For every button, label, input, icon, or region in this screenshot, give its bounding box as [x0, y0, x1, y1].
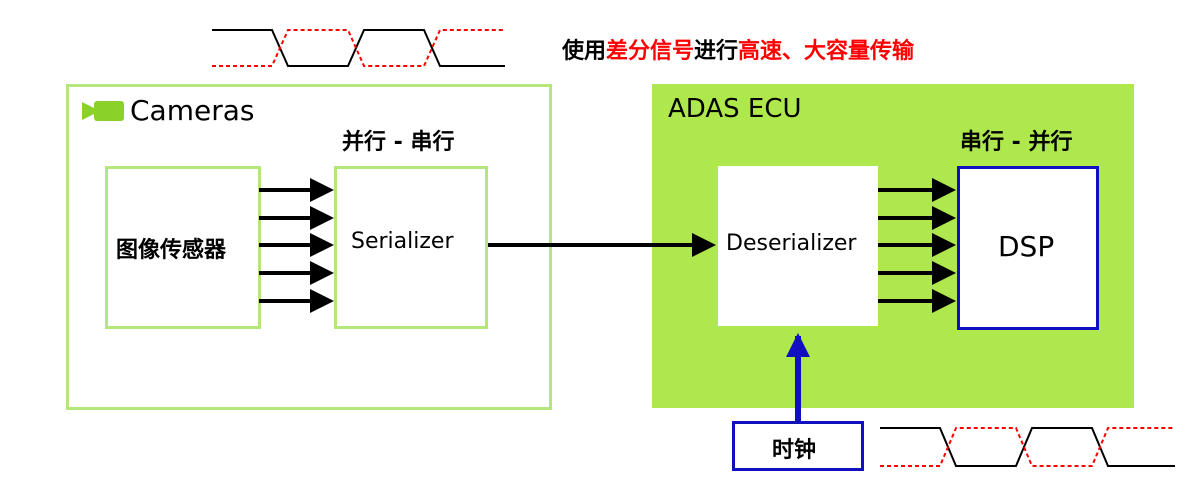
parallel-arrows-sensor-to-serializer	[259, 178, 334, 313]
image-sensor-label: 图像传感器	[116, 238, 227, 263]
deserializer-box	[718, 166, 878, 326]
caption-highlight-differential: 差分信号	[606, 39, 695, 64]
top-caption: 使用差分信号进行高速、大容量传输	[562, 33, 914, 65]
caption-middle: 进行	[694, 39, 739, 64]
differential-waveform-bottom	[880, 427, 1175, 467]
caption-prefix: 使用	[562, 39, 607, 64]
serializer-header: 并行 - 串行	[342, 130, 455, 155]
caption-highlight-transfer: 高速、大容量传输	[738, 39, 915, 64]
deserializer-label: Deserializer	[726, 231, 857, 256]
clock-label: 时钟	[772, 438, 817, 463]
serializer-label: Serializer	[351, 229, 454, 254]
cameras-title: Cameras	[130, 94, 255, 127]
dsp-box	[957, 166, 1099, 330]
parallel-arrows-deserializer-to-dsp	[878, 178, 956, 313]
image-sensor-box	[105, 166, 261, 329]
camera-icon	[82, 100, 124, 122]
differential-waveform-top	[212, 29, 505, 67]
dsp-label: DSP	[998, 230, 1055, 263]
serializer-box	[334, 166, 488, 329]
clock-box	[732, 421, 864, 471]
dsp-header: 串行 - 并行	[960, 130, 1073, 155]
adas-ecu-title: ADAS ECU	[668, 94, 802, 124]
